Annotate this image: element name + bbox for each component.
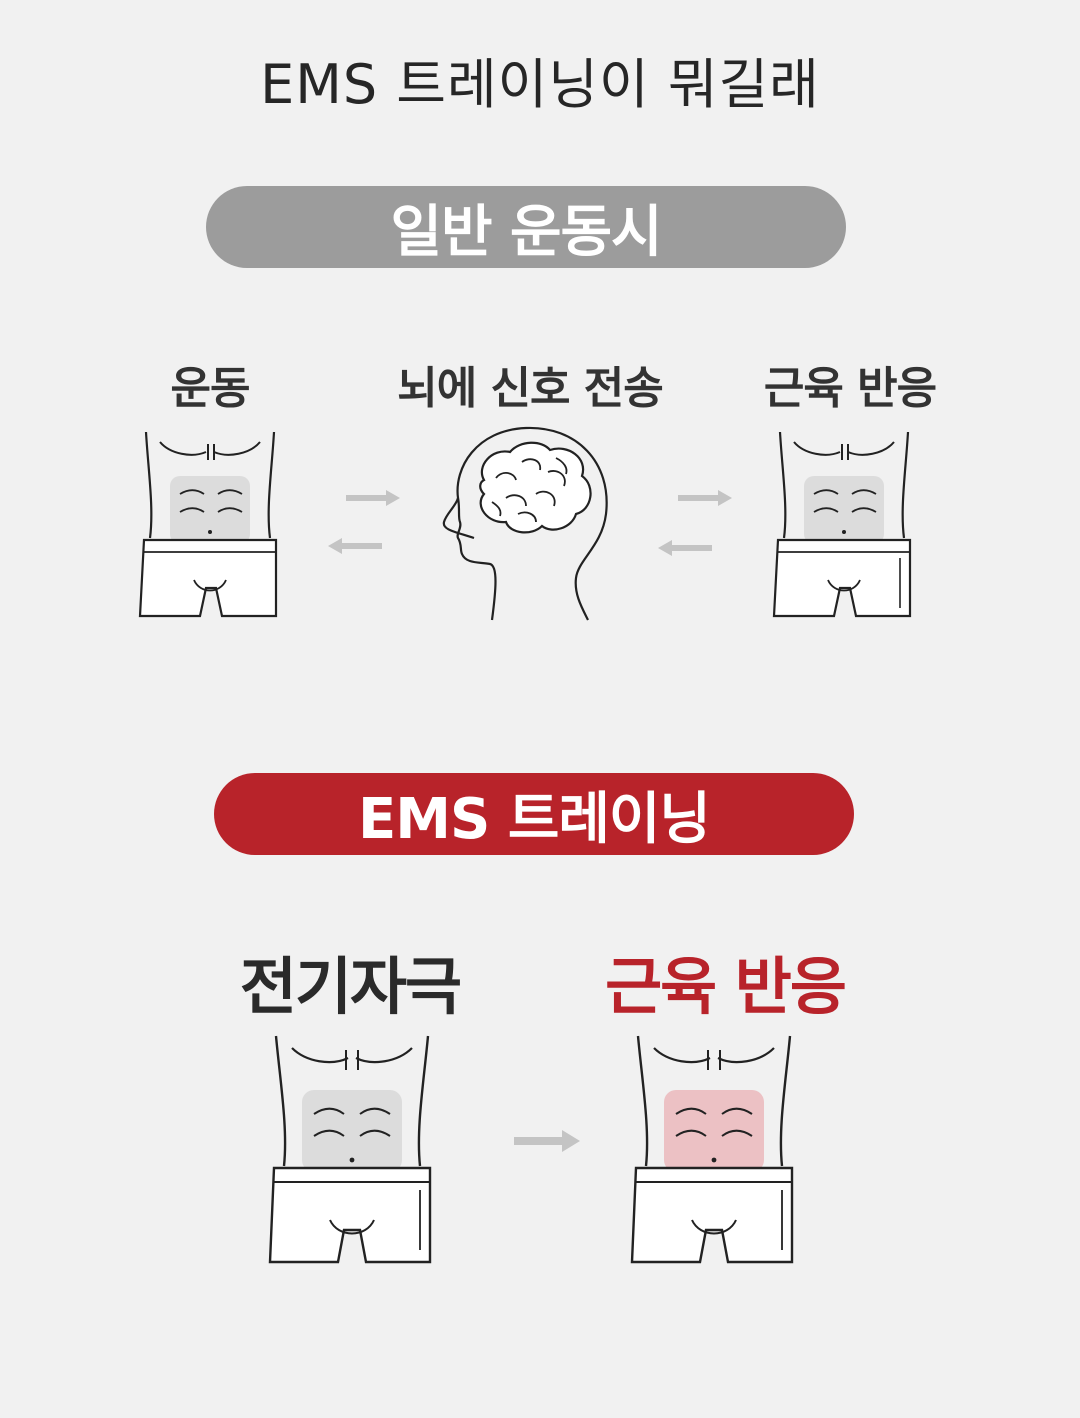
arrow-right-icon (346, 488, 402, 508)
label-electric-stimulus: 전기자극 (239, 950, 462, 1023)
arrow-right-icon (514, 1128, 582, 1154)
section-pill-label: EMS 트레이닝 (358, 786, 711, 852)
arrow-left-icon (656, 538, 712, 558)
label-exercise: 운동 (170, 363, 251, 414)
torso-icon (624, 1030, 804, 1270)
brain-head-icon (436, 418, 616, 623)
arrow-left-icon (326, 536, 382, 556)
torso-icon (130, 428, 290, 628)
section-pill-label: 일반 운동시 (390, 199, 662, 265)
label-muscle-response-ems: 근육 반응 (605, 950, 847, 1023)
arrow-right-icon (678, 488, 734, 508)
label-muscle-response: 근육 반응 (763, 363, 937, 414)
section-pill-ems-training: EMS 트레이닝 (214, 773, 854, 855)
section-pill-normal-exercise: 일반 운동시 (206, 186, 846, 268)
torso-icon (262, 1030, 442, 1270)
torso-icon (764, 428, 924, 628)
label-brain-signal: 뇌에 신호 전송 (397, 363, 664, 414)
page-title: EMS 트레이닝이 뭐길래 (260, 53, 820, 116)
